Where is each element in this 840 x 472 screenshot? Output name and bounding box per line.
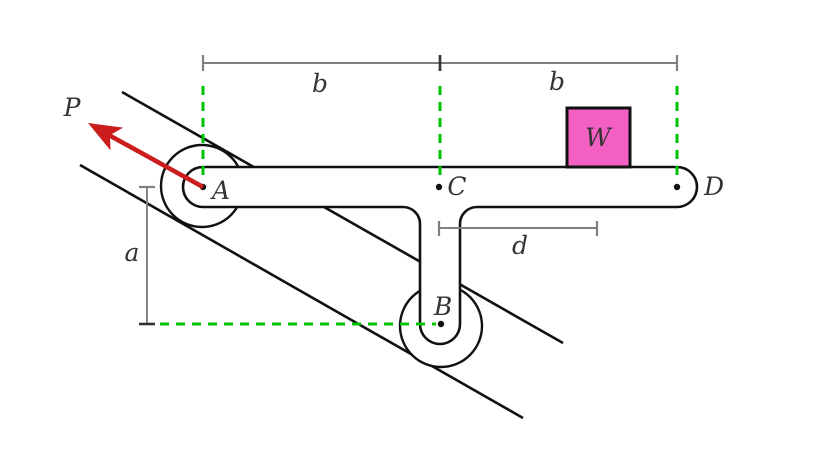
t-bracket-body [181, 165, 699, 346]
dim-label-b-right: b [549, 67, 565, 96]
point-c-dot [435, 183, 443, 191]
point-label-c: C [447, 172, 466, 201]
force-arrow-head [88, 123, 124, 151]
incline-rail-upper [121, 90, 564, 345]
point-b-dot [437, 320, 445, 328]
weight-label: W [585, 123, 613, 152]
dim-label-d: d [512, 231, 528, 260]
weight-block [565, 106, 632, 169]
point-d-dot [673, 183, 681, 191]
dim-label-a: a [125, 238, 140, 267]
point-label-d: D [703, 172, 724, 201]
point-label-b: B [433, 292, 452, 321]
force-label: P [63, 93, 82, 122]
incline-rail-lower [79, 163, 524, 420]
point-label-a: A [210, 176, 230, 205]
force-arrow-shaft [105, 131, 205, 190]
dim-label-b-left: b [312, 69, 328, 98]
